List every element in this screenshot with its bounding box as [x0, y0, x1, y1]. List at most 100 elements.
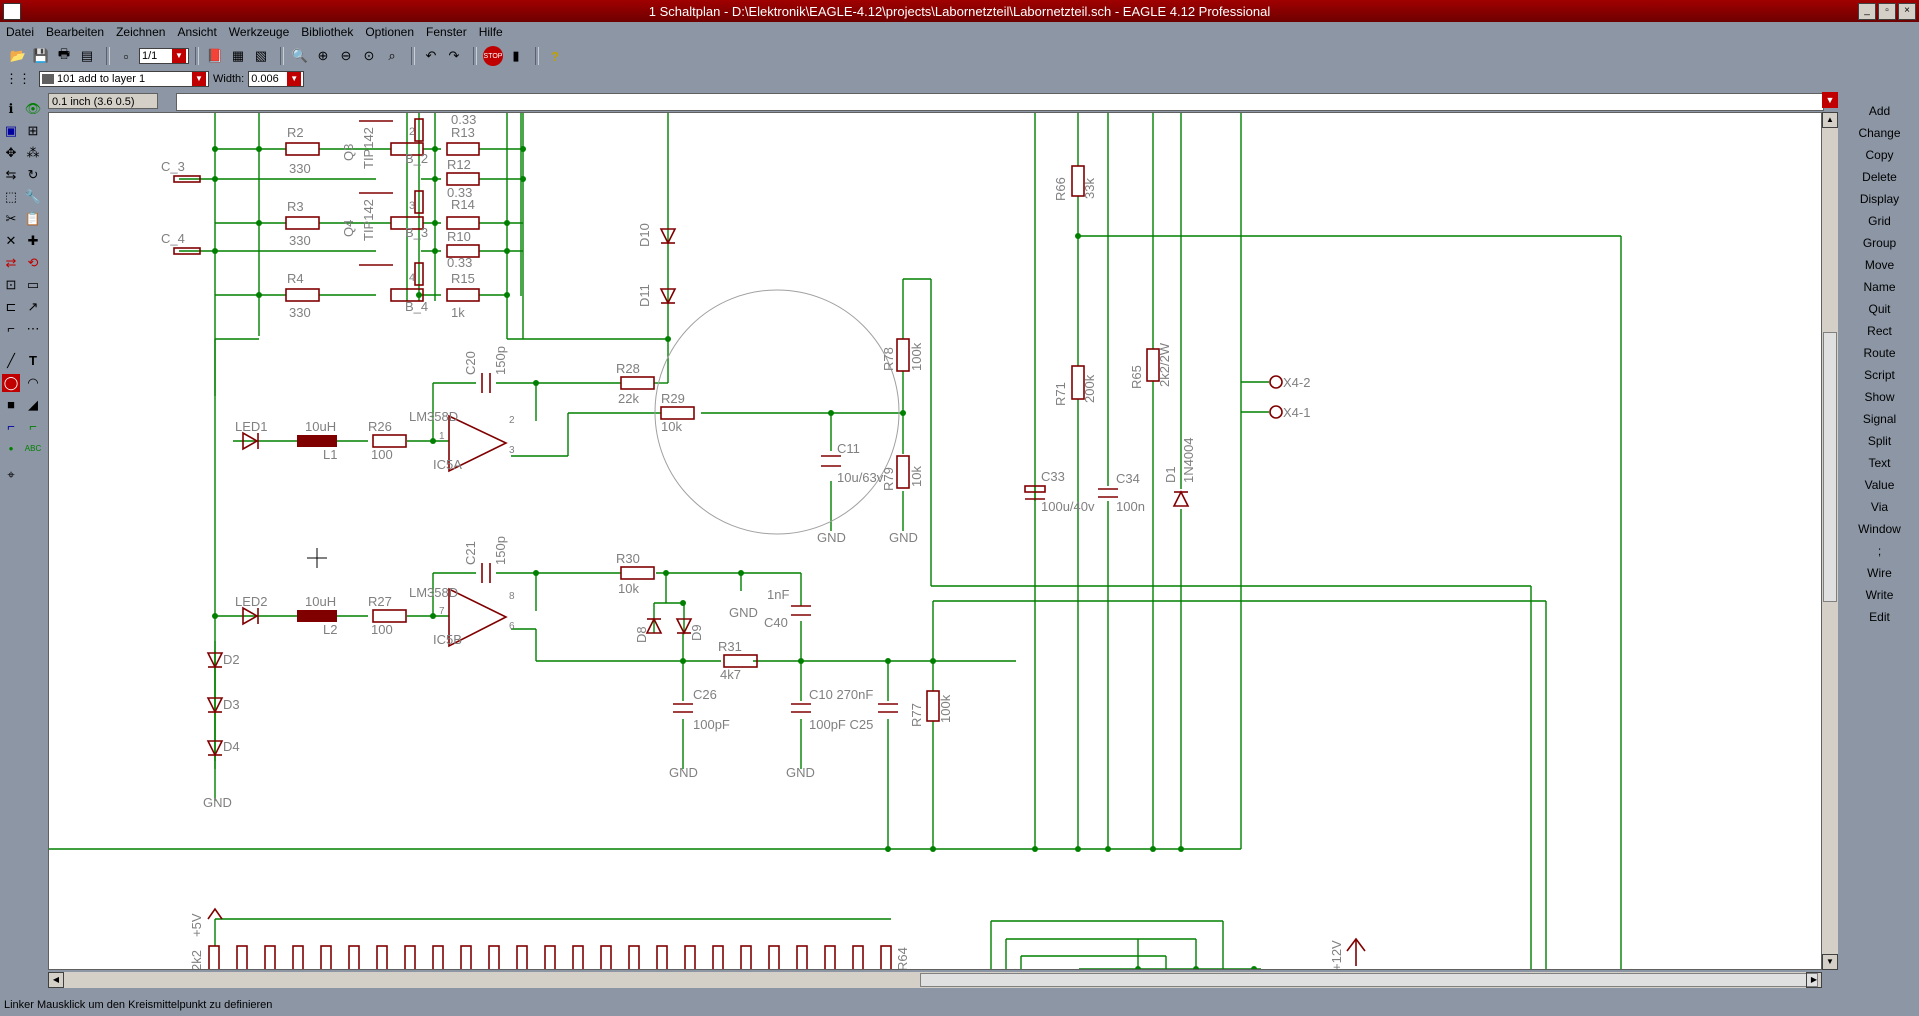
miter-icon[interactable]: ⌐: [7, 321, 15, 336]
erc-icon[interactable]: ⌖: [7, 467, 15, 482]
help-icon[interactable]: ?: [551, 48, 559, 64]
ulp-icon[interactable]: ▧: [254, 48, 268, 63]
text-icon[interactable]: T: [29, 353, 37, 368]
script-icon[interactable]: ▦: [231, 48, 245, 63]
cmd-add[interactable]: Add: [1868, 104, 1891, 118]
cmd-copy[interactable]: Copy: [1865, 148, 1894, 162]
app-icon[interactable]: [3, 3, 21, 20]
cmd-rect[interactable]: Rect: [1867, 324, 1892, 338]
menu-bearbeiten[interactable]: Bearbeiten: [46, 25, 105, 39]
change-icon[interactable]: 🔧: [24, 189, 42, 204]
cmd-signal[interactable]: Signal: [1862, 412, 1897, 426]
horizontal-scroll-thumb[interactable]: [920, 973, 1818, 987]
menu-werkzeuge[interactable]: Werkzeuge: [228, 25, 290, 39]
cmd-text[interactable]: Text: [1868, 456, 1891, 470]
cmd-value[interactable]: Value: [1864, 478, 1895, 492]
delete-icon[interactable]: ✕: [5, 233, 17, 248]
scroll-down-arrow-icon[interactable]: ▼: [1822, 954, 1838, 970]
cmd-route[interactable]: Route: [1863, 346, 1896, 360]
smash-icon[interactable]: ↗: [27, 299, 39, 314]
optimize-icon[interactable]: ⋯: [26, 321, 40, 336]
scroll-up-arrow-icon[interactable]: ▲: [1822, 112, 1838, 128]
wire-icon[interactable]: ╱: [7, 353, 15, 368]
add-icon[interactable]: ✚: [27, 233, 39, 248]
copy-icon[interactable]: ⁂: [26, 145, 40, 160]
zoom-out-icon[interactable]: ⊖: [340, 48, 352, 63]
show-icon[interactable]: 👁: [24, 101, 42, 116]
cmd-grid[interactable]: Grid: [1868, 214, 1891, 228]
net-icon[interactable]: ⌐: [29, 419, 37, 434]
cmd-split[interactable]: Split: [1867, 434, 1892, 448]
cmd-change[interactable]: Change: [1858, 126, 1901, 140]
cmd-name[interactable]: Name: [1863, 280, 1896, 294]
vertical-scrollbar[interactable]: ▲ ▼: [1822, 112, 1838, 970]
polygon-icon[interactable]: ◢: [28, 397, 38, 412]
command-input[interactable]: [176, 93, 1824, 111]
cmd-write[interactable]: Write: [1865, 588, 1894, 602]
menu-hilfe[interactable]: Hilfe: [478, 25, 503, 39]
stop-icon[interactable]: STOP: [483, 46, 503, 66]
horizontal-scrollbar[interactable]: ◀ ▶: [48, 972, 1822, 988]
cam-icon[interactable]: ▤: [80, 48, 94, 63]
split-icon[interactable]: ⊏: [5, 299, 17, 314]
rotate-icon[interactable]: ↻: [27, 167, 39, 182]
cmd-window[interactable]: Window: [1858, 522, 1901, 536]
cmd-group[interactable]: Group: [1862, 236, 1897, 250]
go-icon[interactable]: ▮: [512, 48, 520, 63]
cmd-delete[interactable]: Delete: [1862, 170, 1897, 184]
zoom-in-icon[interactable]: ⊕: [317, 48, 329, 63]
menu-ansicht[interactable]: Ansicht: [177, 25, 217, 39]
command-history-dropdown[interactable]: ▼: [1822, 92, 1838, 108]
zoom-fit-icon[interactable]: 🔍: [291, 48, 309, 63]
circle-icon[interactable]: ◯: [2, 374, 20, 392]
mirror-icon[interactable]: ⇆: [5, 167, 17, 182]
gate-swap-icon[interactable]: ⟲: [27, 255, 39, 270]
group-icon[interactable]: ⬚: [4, 189, 18, 204]
redo-icon[interactable]: ↷: [448, 48, 460, 63]
replace-icon[interactable]: ⇄: [5, 255, 17, 270]
paste-icon[interactable]: 📋: [24, 211, 42, 226]
open-folder-icon[interactable]: 📂: [9, 48, 27, 63]
display-layers-icon[interactable]: ▣: [4, 123, 18, 138]
move-icon[interactable]: ✥: [5, 145, 17, 160]
menu-fenster[interactable]: Fenster: [426, 25, 467, 39]
cut-icon[interactable]: ✂: [5, 211, 17, 226]
bus-icon[interactable]: ⌐: [7, 419, 15, 434]
cmd-move[interactable]: Move: [1864, 258, 1895, 272]
junction-icon[interactable]: •: [8, 441, 14, 456]
cmd-semicolon[interactable]: ;: [1877, 544, 1882, 558]
minimize-button[interactable]: _: [1858, 3, 1876, 20]
layer-select[interactable]: 101 add to layer 1 ▼: [39, 71, 209, 87]
undo-icon[interactable]: ↶: [425, 48, 437, 63]
cmd-show[interactable]: Show: [1864, 390, 1895, 404]
zoom-redraw-icon[interactable]: ⊙: [363, 48, 375, 63]
cmd-edit[interactable]: Edit: [1869, 610, 1890, 624]
print-icon[interactable]: 🖶: [57, 46, 71, 61]
mark-icon[interactable]: ⊞: [27, 123, 39, 138]
width-select[interactable]: 0.006 ▼: [248, 71, 305, 87]
sheet-select[interactable]: 1/1 ▼: [139, 48, 189, 64]
menu-datei[interactable]: Datei: [6, 25, 35, 39]
menu-zeichnen[interactable]: Zeichnen: [116, 25, 166, 39]
cmd-via[interactable]: Via: [1870, 500, 1889, 514]
name-icon[interactable]: ⊡: [5, 277, 17, 292]
cmd-quit[interactable]: Quit: [1868, 302, 1891, 316]
menu-bibliothek[interactable]: Bibliothek: [301, 25, 354, 39]
save-icon[interactable]: 💾: [32, 48, 50, 63]
info-icon[interactable]: ℹ: [8, 101, 14, 116]
cmd-display[interactable]: Display: [1859, 192, 1900, 206]
restore-button[interactable]: ▫: [1878, 3, 1896, 20]
label-icon[interactable]: ABC: [24, 444, 42, 453]
menu-optionen[interactable]: Optionen: [365, 25, 415, 39]
scroll-left-arrow-icon[interactable]: ◀: [48, 972, 64, 988]
cmd-wire[interactable]: Wire: [1867, 566, 1892, 580]
zoom-select-icon[interactable]: ⌕: [388, 48, 396, 63]
scroll-right-arrow-icon[interactable]: ▶: [1806, 972, 1822, 988]
book-icon[interactable]: 📕: [206, 48, 224, 63]
sheet-icon[interactable]: ▫: [123, 48, 129, 64]
arc-icon[interactable]: ◠: [27, 375, 39, 390]
rect-icon[interactable]: ■: [7, 397, 15, 412]
vertical-scroll-thumb[interactable]: [1823, 332, 1837, 602]
close-button[interactable]: ×: [1898, 3, 1916, 20]
